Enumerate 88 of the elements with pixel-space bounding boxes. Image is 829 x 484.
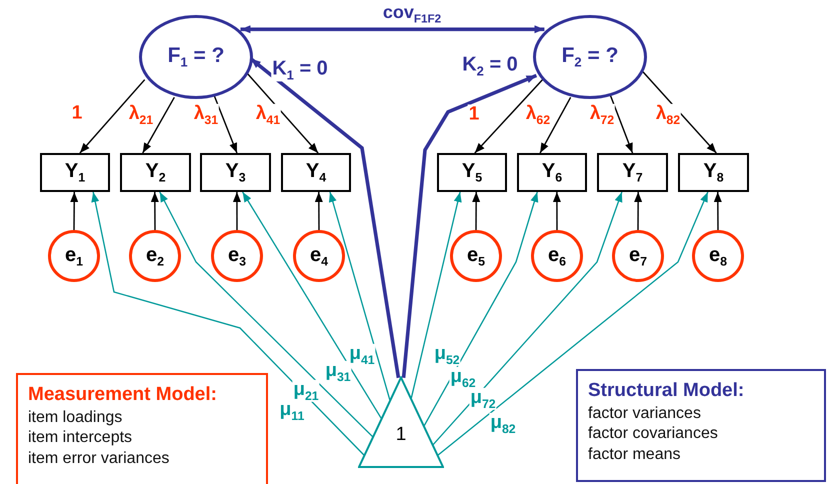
arrow [159, 192, 374, 438]
edge-label: μ$_{21}$ [292, 380, 320, 402]
arrow [214, 95, 238, 154]
arrow [424, 192, 538, 426]
arrow [552, 192, 561, 230]
observed-variable-box [678, 153, 749, 192]
arrow [240, 25, 544, 34]
error-term-circle [450, 230, 502, 282]
error-term-circle [612, 230, 664, 282]
latent-factor-ellipse [533, 15, 647, 99]
latent-factor-ellipse [139, 15, 253, 99]
arrow [242, 192, 382, 419]
arrow [314, 192, 323, 230]
observed-variable-box [200, 153, 271, 192]
edge-label: λ$_{72}$ [588, 104, 616, 126]
variable-label: Y$_{5}$ [462, 160, 482, 185]
error-term-circle [293, 230, 345, 282]
edge-label: K$_{1}$ = 0 [271, 58, 329, 82]
arrow [79, 79, 146, 154]
observed-variable-box [281, 153, 351, 192]
constant-triangle [358, 376, 444, 468]
error-label: e$_{4}$ [310, 244, 328, 268]
arrow [142, 96, 175, 154]
arrow [232, 192, 241, 230]
error-label: e$_{1}$ [64, 244, 84, 268]
edge-label: μ$_{82}$ [489, 412, 517, 436]
arrow [410, 192, 462, 398]
error-label: e$_{3}$ [228, 244, 246, 268]
arrow [91, 192, 364, 456]
variable-label: Y$_{7}$ [622, 160, 643, 185]
arrow [472, 192, 480, 230]
arrow [246, 72, 319, 154]
variable-label: Y$_{8}$ [703, 160, 724, 185]
legend-item: item intercepts [28, 428, 134, 448]
edge-label: μ$_{72}$ [469, 388, 497, 410]
arrow [438, 192, 708, 456]
observed-variable-box [517, 153, 587, 192]
error-term-circle [48, 230, 100, 282]
arrow [634, 192, 642, 230]
variable-label: Y$_{1}$ [64, 160, 86, 185]
error-term-circle [211, 230, 263, 282]
error-label: e$_{5}$ [466, 244, 486, 268]
arrow [714, 192, 722, 230]
error-label: e$_{6}$ [548, 244, 566, 268]
constant-label: 1 [394, 424, 408, 446]
arrow [70, 192, 78, 230]
observed-variable-box [597, 153, 668, 192]
error-term-circle [692, 230, 744, 282]
legend-heading: Measurement Model: [28, 383, 218, 407]
legend-item: item error variances [28, 449, 170, 470]
edge-label: K$_{2}$ = 0 [461, 54, 519, 78]
factor-label: F$_{1}$ = ? [168, 44, 224, 70]
arrow [432, 192, 622, 446]
arrow [150, 192, 159, 230]
error-label: e$_{2}$ [146, 244, 164, 268]
edge-label: λ$_{82}$ [654, 104, 682, 126]
error-term-circle [531, 230, 583, 282]
edge-label: μ$_{62}$ [449, 366, 477, 390]
edge-label: μ$_{31}$ [324, 360, 352, 384]
legend-item: factor means [588, 445, 682, 466]
legend-heading: Structural Model: [588, 379, 746, 403]
edge-label: λ$_{41}$ [254, 104, 282, 126]
observed-variable-box [437, 153, 507, 192]
error-label: e$_{7}$ [628, 244, 648, 268]
error-term-circle [129, 230, 181, 282]
arrow [642, 70, 717, 154]
legend-item: item loadings [28, 408, 124, 428]
legend-item: factor covariances [588, 424, 719, 444]
variable-label: Y$_{6}$ [542, 160, 562, 185]
edge-label: μ$_{41}$ [348, 344, 376, 366]
edge-label: λ$_{62}$ [524, 104, 552, 126]
arrow [474, 78, 544, 154]
arrow [328, 192, 390, 400]
error-label: e$_{8}$ [708, 244, 728, 268]
arrow [610, 95, 634, 154]
legend-panel [576, 369, 826, 482]
arrow [402, 74, 538, 378]
arrow [539, 96, 572, 154]
variable-label: Y$_{3}$ [225, 160, 246, 185]
observed-variable-box [40, 153, 110, 192]
edge-label: λ$_{31}$ [192, 104, 220, 126]
variable-label: Y$_{2}$ [145, 160, 166, 185]
legend-panel [16, 373, 268, 484]
legend-item: factor variances [588, 404, 702, 424]
observed-variable-box [120, 153, 191, 192]
variable-label: Y$_{4}$ [306, 160, 326, 185]
factor-label: F$_{2}$ = ? [562, 44, 618, 70]
edge-label: λ$_{21}$ [128, 104, 154, 126]
